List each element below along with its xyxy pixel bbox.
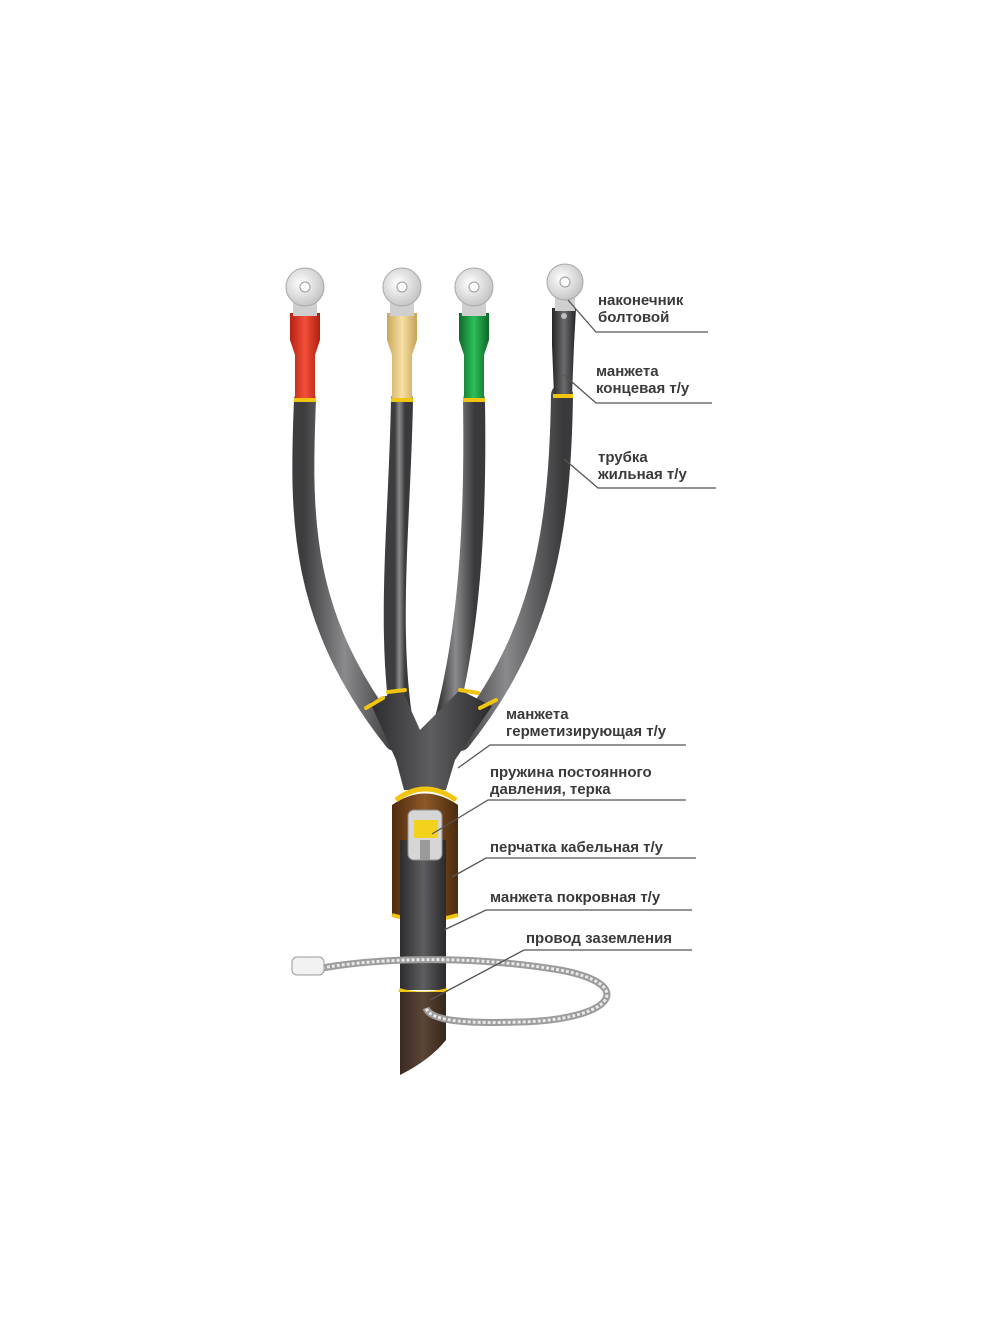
ground-wire [291, 956, 611, 1026]
leader-end-sleeve [563, 374, 712, 404]
label-lug-line1: наконечник [598, 292, 684, 309]
leader-glove [451, 857, 696, 878]
leader-lug [567, 299, 708, 333]
lug-l1 [285, 267, 325, 316]
end-sleeve-l2 [387, 313, 417, 400]
label-end-sleeve: манжета концевая т/у [596, 363, 689, 397]
cable-end [400, 992, 446, 1075]
label-ground-wire-line1: провод заземления [526, 930, 673, 947]
end-sleeve-bands [294, 394, 573, 402]
leader-ground-wire [429, 949, 692, 1001]
leader-sealing-sleeve [457, 744, 686, 769]
label-cover-sleeve-line1: манжета покровная т/у [490, 889, 661, 906]
lug-n [546, 263, 584, 319]
leader-lines [429, 299, 716, 1001]
label-core-tube-line2: жильная т/у [598, 466, 687, 483]
core-tubes [292, 384, 573, 751]
end-sleeve-n [552, 308, 576, 395]
label-lug: наконечник болтовой [598, 292, 683, 326]
lug-l2 [382, 267, 422, 316]
core-tube-l3 [429, 389, 486, 751]
label-spring: пружина постоянного давления, терка [490, 764, 652, 798]
end-sleeves [290, 308, 576, 400]
label-ground-wire: провод заземления [526, 930, 672, 947]
label-sealing-sleeve-line1: манжета [506, 706, 569, 723]
leader-cover-sleeve [443, 909, 692, 931]
core-tube-n [449, 384, 573, 751]
spring-clamp [407, 809, 443, 861]
seal-bands [364, 688, 498, 710]
label-glove-line1: перчатка кабельная т/у [490, 839, 663, 856]
label-lug-line2: болтовой [598, 309, 670, 326]
label-spring-line1: пружина постоянного [490, 764, 652, 781]
end-sleeve-l3 [459, 313, 489, 400]
lug-l3 [454, 267, 494, 316]
cover-sleeve [400, 840, 446, 990]
label-end-sleeve-line1: манжета [596, 363, 659, 380]
label-core-tube-line1: трубка [598, 449, 648, 466]
sealing-sleeve [370, 690, 492, 790]
glove-band-top [394, 786, 458, 803]
label-sealing-sleeve: манжета герметизирующая т/у [506, 706, 666, 740]
label-core-tube: трубка жильная т/у [598, 449, 687, 483]
leader-spring [431, 799, 686, 835]
leader-core-tube [563, 458, 716, 489]
bolted-lugs [285, 263, 584, 319]
label-glove: перчатка кабельная т/у [490, 839, 663, 856]
label-end-sleeve-line2: концевая т/у [596, 380, 690, 397]
label-cover-sleeve: манжета покровная т/у [490, 889, 660, 906]
label-spring-line2: давления, терка [490, 781, 611, 798]
core-tube-l1 [292, 389, 406, 751]
label-sealing-sleeve-line2: герметизирующая т/у [506, 723, 667, 740]
end-sleeve-l1 [290, 313, 320, 400]
